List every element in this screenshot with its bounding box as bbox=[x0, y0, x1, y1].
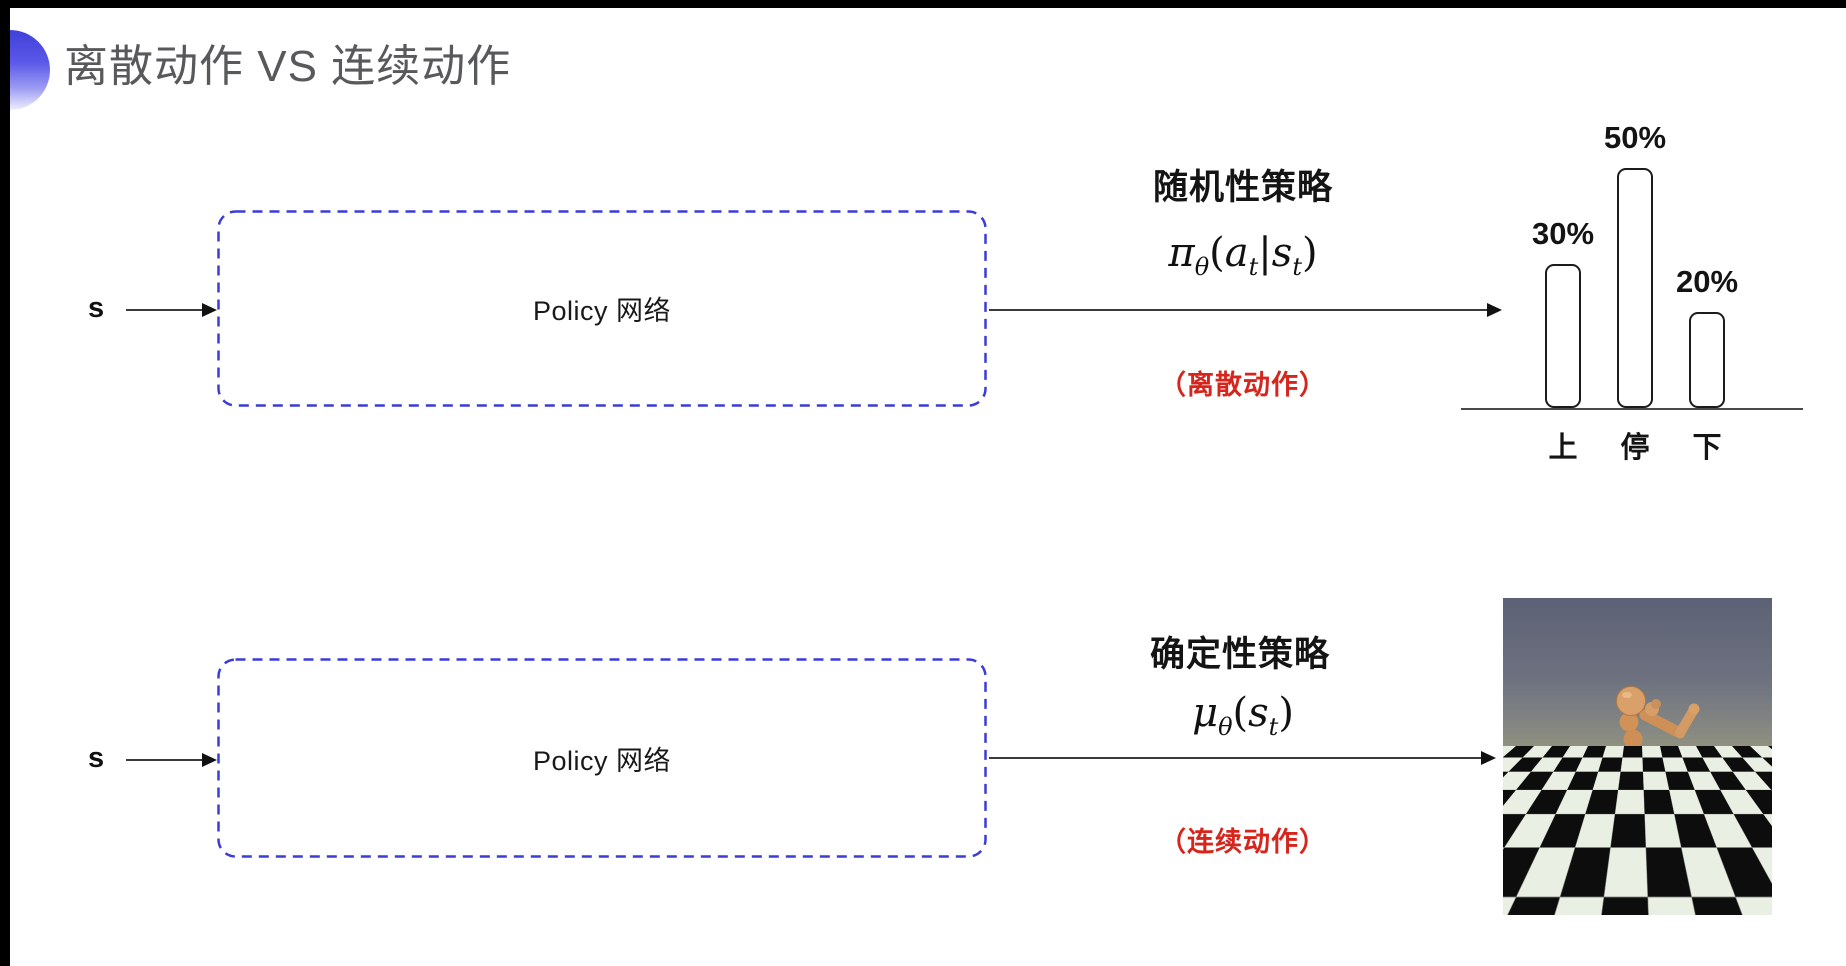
bar-column: 50% bbox=[1599, 120, 1671, 408]
frame-border-left bbox=[0, 0, 10, 966]
formula-part: θ bbox=[1218, 713, 1233, 741]
bar-column: 20% bbox=[1671, 264, 1743, 408]
policy-network-label-continuous: Policy 网络 bbox=[532, 745, 672, 776]
input-arrow-head-icon-discrete bbox=[202, 303, 217, 317]
probability-bar-chart: 30% 50% 20% bbox=[1527, 120, 1743, 408]
output-arrow-line-continuous bbox=[989, 757, 1483, 759]
category-label-down: 下 bbox=[1692, 432, 1722, 464]
output-arrow-head-icon-continuous bbox=[1481, 751, 1496, 765]
input-arrow-line-discrete bbox=[126, 309, 204, 311]
category-label-up: 上 bbox=[1548, 432, 1578, 464]
formula-part: s bbox=[1248, 690, 1269, 736]
bar-stop bbox=[1617, 168, 1653, 408]
formula-part: ) bbox=[1301, 230, 1318, 276]
formula-part: a bbox=[1224, 230, 1249, 276]
bar-up bbox=[1545, 264, 1581, 408]
formula-part: s bbox=[1271, 230, 1293, 276]
formula-stochastic-policy: πθ(at|st) bbox=[1113, 230, 1373, 279]
chart-baseline bbox=[1461, 408, 1803, 410]
output-arrow-head-icon-discrete bbox=[1487, 303, 1502, 317]
policy-type-title-deterministic: 确定性策略 bbox=[1149, 635, 1330, 674]
policy-network-box-discrete: Policy 网络 bbox=[217, 210, 987, 407]
input-arrow-head-icon-continuous bbox=[202, 753, 217, 767]
bar-down bbox=[1689, 312, 1725, 408]
formula-part: ( bbox=[1209, 230, 1225, 276]
page-title: 离散动作 VS 连续动作 bbox=[64, 42, 512, 91]
humanoid-simulation-image bbox=[1503, 598, 1772, 915]
formula-deterministic-policy: μθ(st) bbox=[1113, 690, 1373, 739]
formula-part: t bbox=[1292, 253, 1302, 281]
bar-value-label: 30% bbox=[1531, 216, 1595, 251]
bar-column: 30% bbox=[1527, 216, 1599, 408]
output-arrow-line-discrete bbox=[989, 309, 1489, 311]
bar-value-label: 20% bbox=[1675, 264, 1739, 299]
humanoid-robot-icon bbox=[1568, 686, 1700, 913]
formula-part: t bbox=[1248, 253, 1259, 281]
formula-part: t bbox=[1268, 713, 1279, 741]
bar-value-label: 50% bbox=[1603, 120, 1667, 155]
action-type-note-discrete: （离散动作） bbox=[1159, 370, 1327, 400]
policy-type-title-stochastic: 随机性策略 bbox=[1152, 168, 1333, 207]
formula-part: ( bbox=[1232, 690, 1249, 736]
policy-network-label-discrete: Policy 网络 bbox=[532, 296, 672, 326]
dashed-border-continuous bbox=[217, 658, 987, 858]
policy-network-box-continuous: Policy 网络 bbox=[217, 658, 987, 858]
state-input-label-discrete: s bbox=[88, 292, 105, 324]
state-input-label-continuous: s bbox=[88, 742, 105, 774]
input-arrow-line-continuous bbox=[126, 759, 204, 761]
formula-part: μ bbox=[1192, 690, 1219, 736]
formula-part: ) bbox=[1278, 690, 1294, 736]
dashed-border-discrete bbox=[217, 210, 987, 407]
action-type-note-continuous: （连续动作） bbox=[1159, 827, 1327, 857]
formula-part: | bbox=[1258, 230, 1272, 276]
frame-border-top bbox=[0, 0, 1846, 8]
chart-category-row: 上 停 下 bbox=[1527, 424, 1743, 466]
formula-part: π bbox=[1168, 230, 1195, 276]
category-label-stop: 停 bbox=[1620, 432, 1650, 464]
formula-part: θ bbox=[1194, 253, 1210, 281]
